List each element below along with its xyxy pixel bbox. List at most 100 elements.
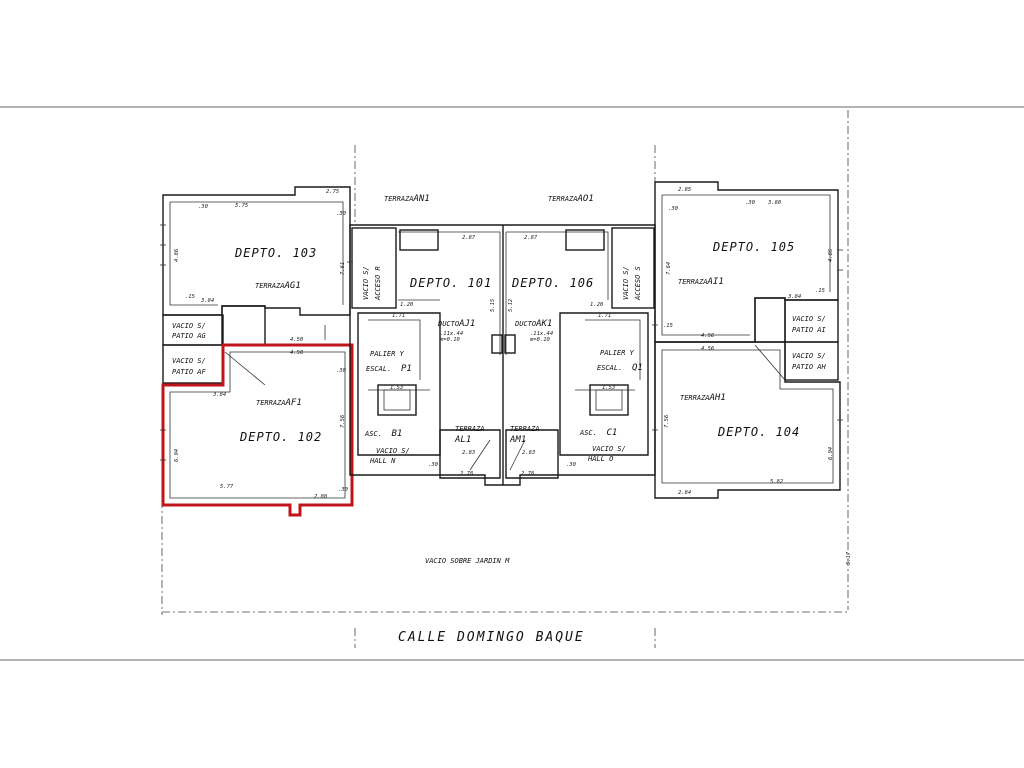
terraza-an1-label: TERRAZAAN1 (384, 194, 430, 204)
acceso-r-line2: ACCESO R (374, 266, 382, 301)
depto-102-inner-wall (169, 351, 346, 499)
patio-af-line1: VACIO S/ (172, 357, 206, 365)
terraza-am1-box (505, 429, 559, 479)
duct-aj1-dims: .11x.44 (440, 331, 463, 337)
dim-text: 4.85 (828, 249, 834, 262)
depto-102-label: DEPTO. 102 (239, 430, 322, 444)
patio-ah-void (784, 341, 839, 381)
patio-ah-line2: PATIO AH (792, 363, 827, 371)
dim-text: 4.50 (290, 350, 304, 356)
dim-text: 1.71 (392, 313, 405, 319)
patio-ag-void (162, 314, 224, 346)
terraza-al1-code: AL1 (454, 435, 471, 445)
terraza-af1-diagonal (224, 351, 266, 386)
dim-text: 2.84 (678, 490, 691, 496)
dim-text: 3.80 (767, 200, 782, 206)
dim-text: 1.71 (598, 313, 611, 319)
terraza-ao1-label: TERRAZAAO1 (548, 194, 594, 204)
acceso-s-line2: ACCESO S (634, 266, 642, 301)
terraza-af1-label: TERRAZAAF1 (256, 398, 302, 408)
depto-101-label: DEPTO. 101 (409, 276, 492, 290)
patio-ai-line2: PATIO AI (792, 326, 827, 334)
depto-104-inner-wall (661, 349, 834, 484)
elevator-b1-car (383, 389, 411, 411)
dim-text: 3.84 (212, 392, 226, 398)
duct-aj1-area: m=0.10 (439, 337, 461, 343)
dim-text: .30 (428, 462, 439, 468)
dim-text: 4.50 (290, 337, 304, 343)
depto-106-label: DEPTO. 106 (511, 276, 594, 290)
dim-text: 5.17 (846, 551, 852, 565)
dim-text: 2.80 (314, 494, 328, 500)
dim-text: 2.83 (462, 450, 475, 456)
dim-text: 1.20 (400, 302, 414, 308)
acceso-s-void (611, 227, 655, 309)
acceso-r-line1: VACIO S/ (362, 266, 370, 300)
terraza-am1-prefix: TERRAZA (510, 425, 540, 433)
dim-text: 2.83 (522, 450, 535, 456)
depto-105-label: DEPTO. 105 (712, 240, 795, 254)
dim-text: 7.56 (664, 414, 670, 428)
terraza-ah1-diagonal (754, 344, 786, 381)
terraza-ai1-label: TERRAZAAI1 (678, 277, 724, 287)
dim-text: 5.77 (220, 484, 234, 490)
duct-ak1-label: DUCTOAK1 (514, 319, 552, 329)
elevator-c1-label: ASC. C1 (579, 420, 617, 439)
terraza-ai1-box (754, 297, 786, 343)
elevator-b1-label: ASC. B1 (364, 421, 402, 440)
dim-text: 4.56 (701, 333, 715, 339)
elevator-c1-car (595, 389, 623, 411)
dim-text: .30 (336, 368, 347, 374)
jardin-void-label: VACIO SOBRE JARDIN M (425, 557, 510, 565)
dim-text: .30 (668, 206, 679, 212)
patio-af-line2: PATIO AF (172, 368, 207, 376)
depto-104-outline (654, 341, 841, 499)
dim-text: 2.75 (326, 189, 339, 195)
duct-ak1 (504, 334, 516, 354)
wall-ticks (160, 224, 843, 461)
patio-ag-line1: VACIO S/ (172, 322, 206, 330)
dim-text: 4.56 (701, 346, 715, 352)
dim-text: .15 (185, 294, 195, 300)
duct-ak1-area: m=0.10 (529, 337, 551, 343)
patio-ah-line1: VACIO S/ (792, 352, 826, 360)
dim-text: 5.75 (235, 203, 248, 209)
depto-102-highlight-outline (161, 343, 354, 517)
dim-text: 4.86 (174, 248, 180, 262)
dim-text: 5.82 (770, 479, 784, 485)
stair-q1-line2: ESCAL. Q1 (597, 355, 643, 374)
stair-q1-line1: PALIER Y (600, 349, 635, 357)
dim-text: 7.64 (666, 262, 672, 275)
stair-p1-line2: ESCAL. P1 (366, 356, 412, 375)
dim-text: 2.87 (524, 235, 538, 241)
terraza-al1-box (439, 429, 501, 479)
depto-103-label: DEPTO. 103 (234, 246, 317, 260)
dim-text: 3.84 (200, 298, 214, 304)
dim-text: .30 (338, 487, 349, 493)
dim-text: 3.84 (787, 294, 801, 300)
dimension-labels: 5.75 2.75 3.84 4.86 7.61 4.50 4.50 3.84 … (174, 187, 852, 565)
dim-text: 2.85 (678, 187, 691, 193)
dim-text: 6.94 (828, 447, 834, 460)
acceso-r-void (351, 227, 397, 309)
duct-ak1-dims: .11x.44 (530, 331, 553, 337)
dim-text: 1.53 (602, 385, 615, 391)
terraza-ah1-label: TERRAZAAH1 (680, 393, 726, 403)
dim-text: .30 (745, 200, 756, 206)
street-name: CALLE DOMINGO BAQUE (398, 630, 585, 645)
hall-o-line2: HALL O (587, 455, 613, 463)
terraza-am1-code: AM1 (509, 435, 526, 445)
dim-text: 2.78 (460, 471, 474, 477)
dim-text: .15 (663, 323, 673, 329)
terraza-an1-box (399, 229, 439, 251)
depto-104-label: DEPTO. 104 (717, 425, 800, 439)
elevator-c1-shaft (589, 384, 629, 416)
dim-text: 5.12 (508, 298, 514, 312)
terraza-al1-leader (469, 439, 491, 471)
hall-n-line2: HALL N (369, 457, 396, 465)
hall-o-line1: VACIO S/ (592, 445, 626, 453)
patio-ag-line2: PATIO AG (172, 332, 207, 340)
depto-103-inner-wall (169, 201, 344, 306)
dim-text: 7.56 (340, 414, 346, 428)
